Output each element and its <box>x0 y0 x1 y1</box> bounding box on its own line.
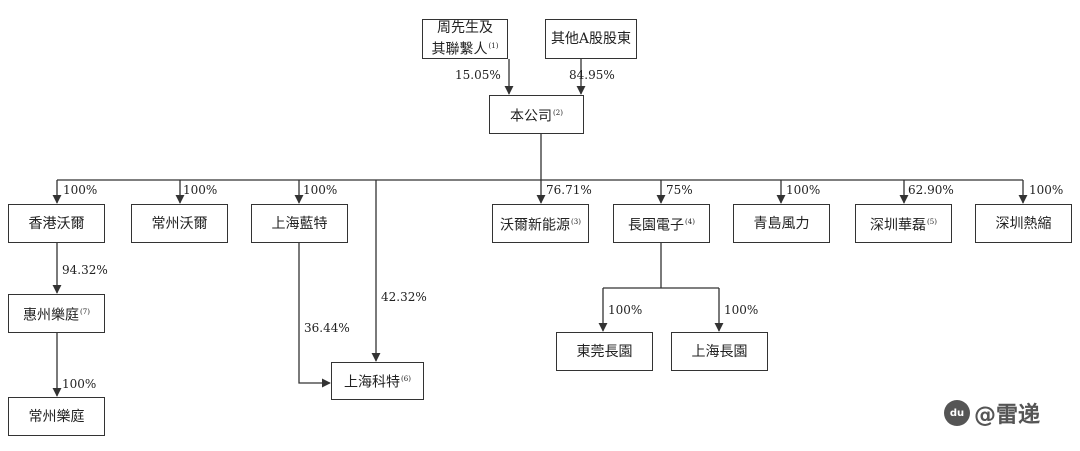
pct-qd-wind: 100% <box>786 183 821 197</box>
pct-changyuan: 75% <box>666 183 693 197</box>
node-label: 上海藍特 <box>271 215 328 232</box>
node-changyuan: 長園電子(4) <box>613 204 710 243</box>
node-label: 上海長園 <box>691 343 748 360</box>
node-label: 上海科特 <box>344 374 401 391</box>
pct-sz-shrink: 100% <box>1029 183 1064 197</box>
node-label: 沃爾新能源 <box>500 217 571 234</box>
pct-sh-kete-direct: 42.32% <box>381 290 427 304</box>
node-label: 常州沃爾 <box>151 215 208 232</box>
node-label: 深圳華磊 <box>870 217 927 234</box>
pct-zhou-to-company: 15.05% <box>455 68 501 82</box>
node-label: 深圳熱縮 <box>995 215 1052 232</box>
node-sh-lante: 上海藍特 <box>251 204 348 243</box>
pct-sh-changyuan: 100% <box>724 303 759 317</box>
watermark: du @雷递 <box>944 398 1069 428</box>
pct-wer-ne: 76.71% <box>546 183 592 197</box>
pct-sh-kete-via-lante: 36.44% <box>304 321 350 335</box>
note-ref: (6) <box>401 375 411 384</box>
pct-hz-leting: 94.32% <box>62 263 108 277</box>
node-zhou-line1: 周先生及 <box>436 20 493 37</box>
node-label: 長園電子 <box>628 217 685 234</box>
node-sz-shrink: 深圳熱縮 <box>975 204 1072 243</box>
node-hk-wer: 香港沃爾 <box>8 204 105 243</box>
node-wer-ne: 沃爾新能源(3) <box>492 204 589 243</box>
pct-other-to-company: 84.95% <box>569 68 615 82</box>
node-label: 東莞長園 <box>576 343 633 360</box>
node-label: 惠州樂庭 <box>23 307 80 324</box>
note-ref: (2) <box>553 108 563 117</box>
node-sh-kete: 上海科特(6) <box>331 362 424 400</box>
note-ref: (4) <box>685 217 695 226</box>
note-ref: (7) <box>80 307 90 316</box>
node-dg-changyuan: 東莞長園 <box>556 332 653 371</box>
pct-dg-changyuan: 100% <box>608 303 643 317</box>
note-ref: (1) <box>488 42 499 51</box>
node-zhou-and-associates: 周先生及 其聯繫人(1) <box>422 19 508 59</box>
node-qd-wind: 青島風力 <box>733 204 830 243</box>
node-cz-leting: 常州樂庭 <box>8 397 105 436</box>
node-label: 香港沃爾 <box>28 215 85 232</box>
pct-cz-wer: 100% <box>183 183 218 197</box>
node-label: 本公司 <box>510 108 553 125</box>
pct-sz-hualei: 62.90% <box>908 183 954 197</box>
node-other-a-shareholders: 其他A股股東 <box>545 19 637 59</box>
pct-hk-wer: 100% <box>63 183 98 197</box>
pct-sh-lante: 100% <box>303 183 338 197</box>
node-sh-changyuan: 上海長園 <box>671 332 768 371</box>
node-company: 本公司(2) <box>489 95 584 134</box>
node-label: 常州樂庭 <box>28 408 85 425</box>
node-zhou-line2: 其聯繫人 <box>431 41 488 58</box>
node-hz-leting: 惠州樂庭(7) <box>8 294 105 333</box>
node-sz-hualei: 深圳華磊(5) <box>855 204 952 243</box>
note-ref: (3) <box>571 217 581 226</box>
node-cz-wer: 常州沃爾 <box>131 204 228 243</box>
watermark-text: @雷递 <box>974 403 1041 428</box>
note-ref: (5) <box>927 217 937 226</box>
node-label: 青島風力 <box>753 215 810 232</box>
node-label: 其他A股股東 <box>550 31 632 47</box>
paw-icon: du <box>944 400 970 426</box>
pct-cz-leting: 100% <box>62 377 97 391</box>
